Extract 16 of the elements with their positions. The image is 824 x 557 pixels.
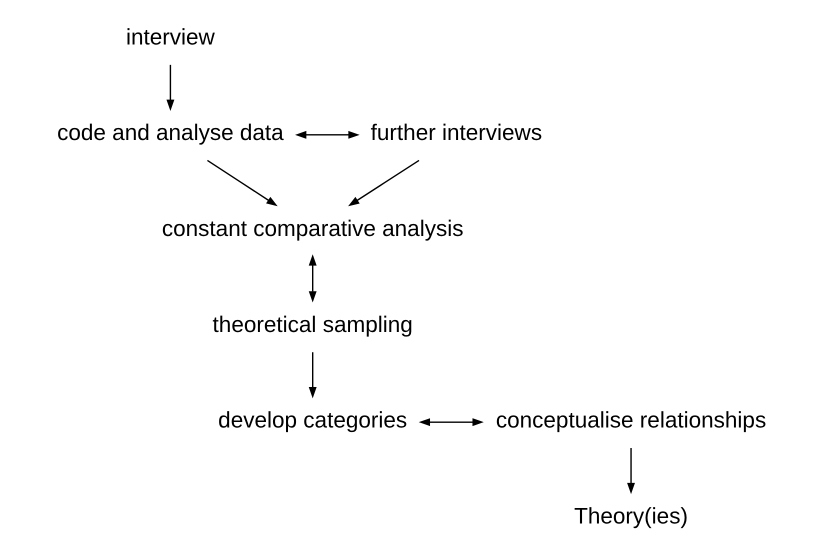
arrow: [166, 64, 174, 111]
node-text: code and analyse data: [57, 120, 284, 146]
arrow: [295, 130, 360, 139]
node-text: constant comparative analysis: [162, 216, 464, 241]
node-text: conceptualise relationships: [496, 408, 766, 433]
arrow: [308, 254, 317, 303]
arrow: [418, 418, 484, 426]
node-text: Theory(ies): [574, 503, 688, 528]
node-text: interview: [126, 24, 215, 50]
arrow: [308, 352, 317, 398]
arrow: [348, 160, 420, 206]
arrow: [207, 160, 278, 206]
node-text: theoretical sampling: [212, 312, 413, 337]
arrow: [627, 448, 635, 494]
node-text: develop categories: [218, 408, 408, 433]
node-text: further interviews: [370, 120, 542, 146]
